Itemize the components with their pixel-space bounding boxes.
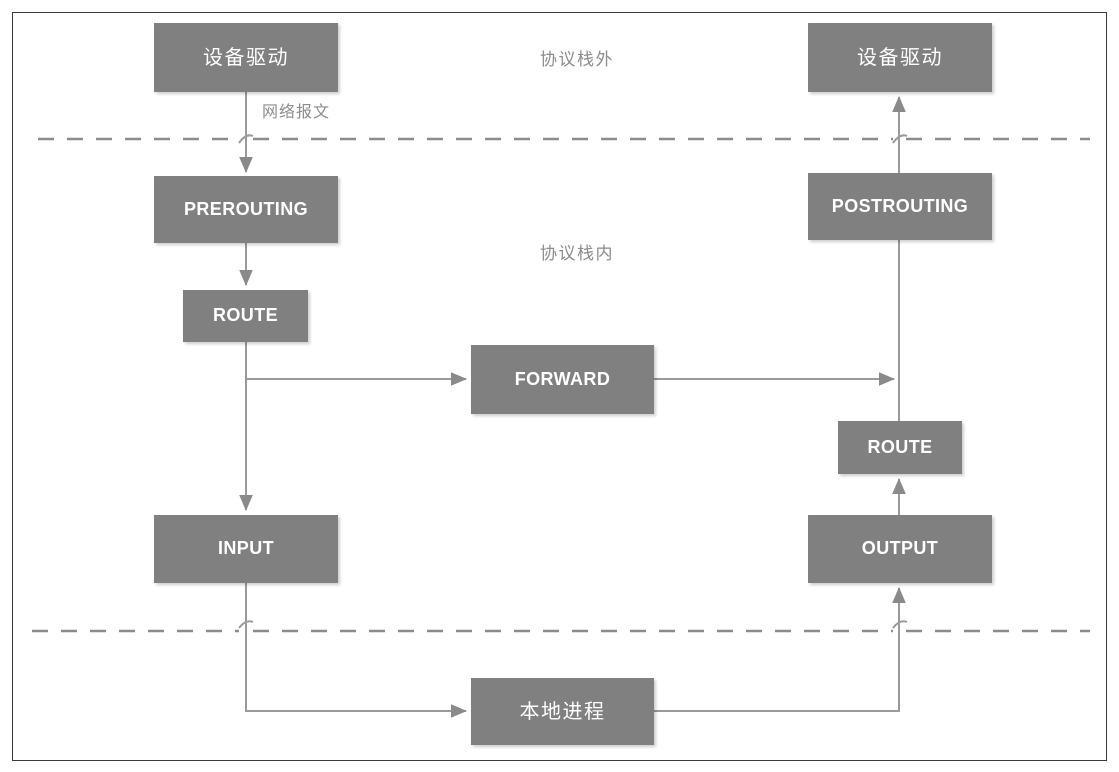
node-input-label: INPUT bbox=[218, 538, 274, 559]
edge-label-network-packet: 网络报文 bbox=[262, 104, 331, 121]
node-local-process-label: 本地进程 bbox=[519, 700, 606, 723]
node-route-out-label: ROUTE bbox=[867, 436, 933, 457]
node-postrouting-label: POSTROUTING bbox=[831, 195, 969, 216]
connector-local-process-to-output bbox=[653, 587, 908, 712]
zone-label-outside-stack: 协议栈外 bbox=[540, 50, 614, 69]
node-forward-label: FORWARD bbox=[514, 368, 611, 389]
node-output[interactable]: OUTPUT bbox=[808, 515, 992, 583]
node-device-driver-in-label: 设备驱动 bbox=[203, 46, 289, 69]
node-device-driver-in[interactable]: 设备驱动 bbox=[154, 23, 338, 92]
node-output-label: OUTPUT bbox=[861, 538, 939, 559]
node-route-in[interactable]: ROUTE bbox=[183, 290, 308, 342]
node-device-driver-out[interactable]: 设备驱动 bbox=[808, 23, 992, 92]
node-postrouting[interactable]: POSTROUTING bbox=[808, 173, 992, 240]
node-route-out[interactable]: ROUTE bbox=[838, 421, 962, 474]
zone-label-inside-stack: 协议栈内 bbox=[540, 244, 614, 263]
connector-driver-to-prerouting bbox=[238, 92, 254, 173]
connector-postrouting-to-driver bbox=[892, 96, 908, 173]
node-forward[interactable]: FORWARD bbox=[471, 345, 654, 414]
node-local-process[interactable]: 本地进程 bbox=[471, 678, 654, 745]
connector-input-to-local-process bbox=[238, 583, 467, 718]
node-prerouting[interactable]: PREROUTING bbox=[154, 176, 338, 243]
node-device-driver-out-label: 设备驱动 bbox=[857, 46, 943, 69]
node-prerouting-label: PREROUTING bbox=[183, 198, 308, 219]
node-input[interactable]: INPUT bbox=[154, 515, 338, 583]
node-route-in-label: ROUTE bbox=[213, 305, 278, 326]
